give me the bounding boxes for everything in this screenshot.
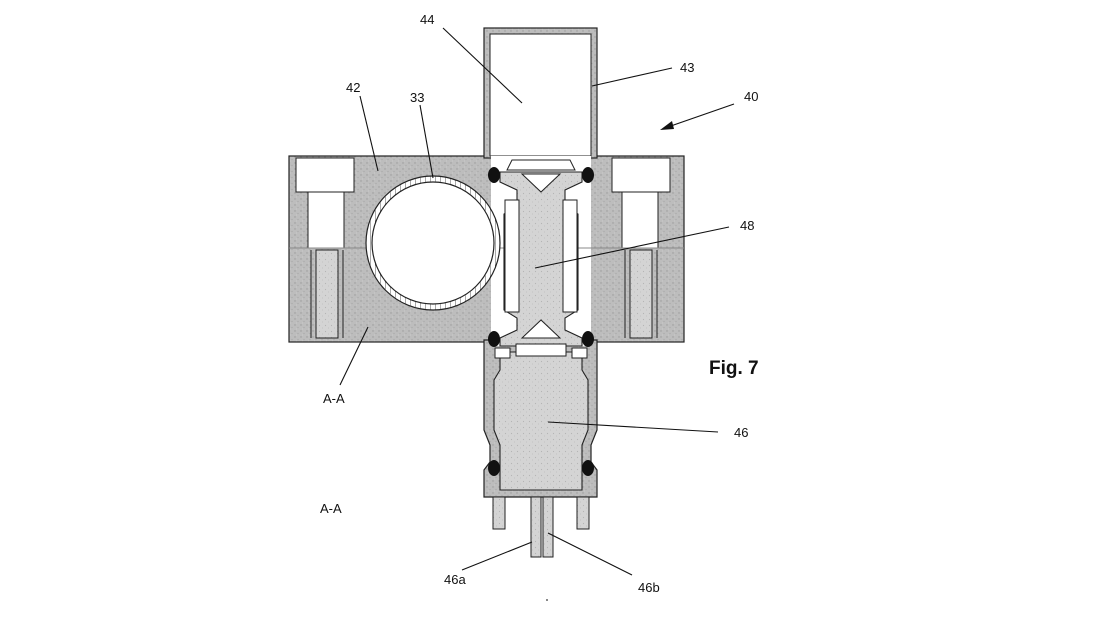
label-48: 48 bbox=[740, 218, 754, 233]
label-section-a-a-upper: A-A bbox=[323, 391, 345, 406]
leader-44 bbox=[442, 27, 523, 104]
leader-42 bbox=[359, 95, 379, 172]
o-ring bbox=[582, 460, 594, 476]
right-bolt-shank bbox=[621, 191, 659, 249]
label-33: 33 bbox=[410, 90, 424, 105]
arrow-40 bbox=[664, 103, 735, 129]
pin-left bbox=[492, 496, 506, 530]
leader-46 bbox=[547, 421, 719, 433]
sensor-body-46 bbox=[493, 351, 589, 491]
arrow-40-head bbox=[660, 121, 674, 130]
pin-right bbox=[576, 496, 590, 530]
upper-cavity bbox=[489, 33, 592, 157]
leader-46b bbox=[547, 532, 633, 576]
left-bolt-shank bbox=[307, 191, 345, 249]
pin-46b bbox=[542, 496, 554, 558]
label-46: 46 bbox=[734, 425, 748, 440]
stray-dot bbox=[546, 599, 548, 601]
o-ring bbox=[488, 460, 500, 476]
label-44: 44 bbox=[420, 12, 434, 27]
label-section-a-a-lower: A-A bbox=[320, 501, 342, 516]
leader-43 bbox=[591, 67, 673, 87]
right-bolt-thread bbox=[629, 249, 653, 339]
right-bolt-head bbox=[611, 157, 671, 193]
label-46a: 46a bbox=[444, 572, 466, 587]
leader-33 bbox=[419, 104, 434, 179]
label-46b: 46b bbox=[638, 580, 660, 595]
left-bolt-head bbox=[295, 157, 355, 193]
leader-a-a bbox=[339, 326, 369, 386]
leader-46a bbox=[461, 541, 533, 571]
pin-46a bbox=[530, 496, 542, 558]
leader-48 bbox=[534, 226, 730, 269]
o-ring bbox=[488, 331, 500, 347]
o-ring bbox=[582, 331, 594, 347]
figure-caption: Fig. 7 bbox=[709, 358, 759, 379]
tube-33-bore bbox=[371, 181, 495, 305]
label-40: 40 bbox=[744, 89, 758, 104]
label-43: 43 bbox=[680, 60, 694, 75]
o-ring bbox=[582, 167, 594, 183]
label-42: 42 bbox=[346, 80, 360, 95]
left-bolt-thread bbox=[315, 249, 339, 339]
o-ring bbox=[488, 167, 500, 183]
